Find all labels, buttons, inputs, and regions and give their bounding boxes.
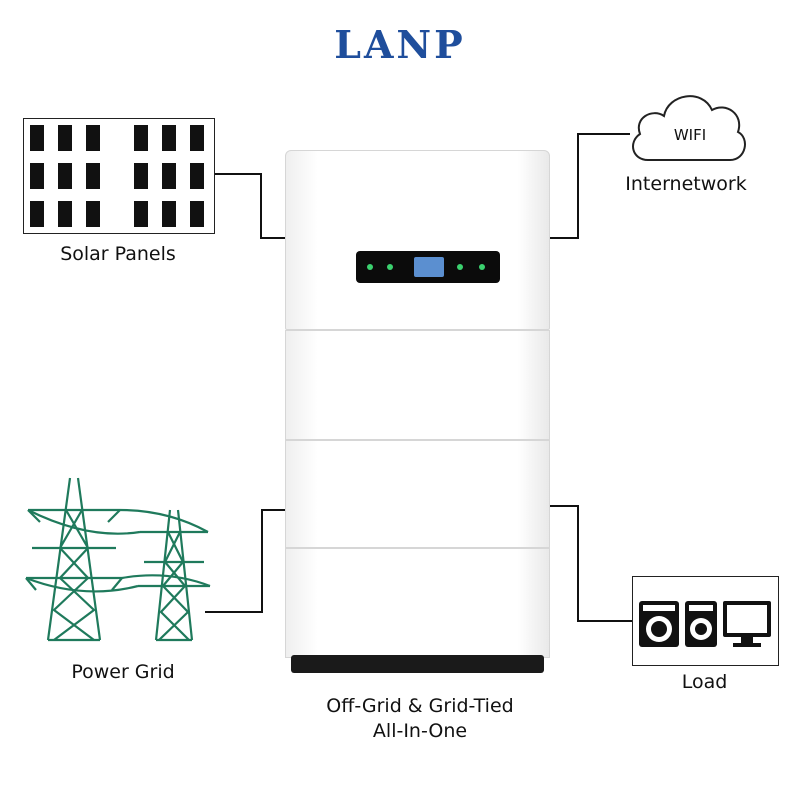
battery-module-1 [285, 330, 550, 440]
solar-connector [213, 173, 288, 239]
battery-module-2 [285, 440, 550, 548]
inverter-module [285, 150, 550, 330]
wifi-text: WIFI [674, 126, 706, 144]
load-connector [550, 505, 632, 622]
caption-line-2: All-In-One [372, 720, 468, 742]
cabinet-base [291, 655, 544, 673]
product-caption: Off-Grid & Grid-Tied All-In-One [260, 694, 580, 744]
grid-connector [205, 509, 288, 613]
power-grid-label: Power Grid [71, 661, 175, 683]
load-label: Load [681, 671, 728, 693]
load-box [632, 576, 779, 666]
inverter-battery-cabinet [285, 150, 550, 673]
wifi-connector [550, 133, 630, 239]
power-tower-icon [25, 477, 211, 642]
tv-icon [723, 601, 771, 647]
solar-panels-label: Solar Panels [60, 243, 176, 265]
brand-logo: LANP [334, 22, 466, 67]
washing-machine-icon [639, 601, 679, 647]
solar-panel-icon [23, 118, 215, 234]
cloud-icon: WIFI [632, 95, 746, 161]
washing-machine-icon [685, 601, 717, 647]
caption-line-1: Off-Grid & Grid-Tied [326, 695, 514, 717]
internetwork-label: Internetwork [625, 173, 747, 195]
battery-module-3 [285, 548, 550, 658]
status-display [356, 251, 500, 283]
